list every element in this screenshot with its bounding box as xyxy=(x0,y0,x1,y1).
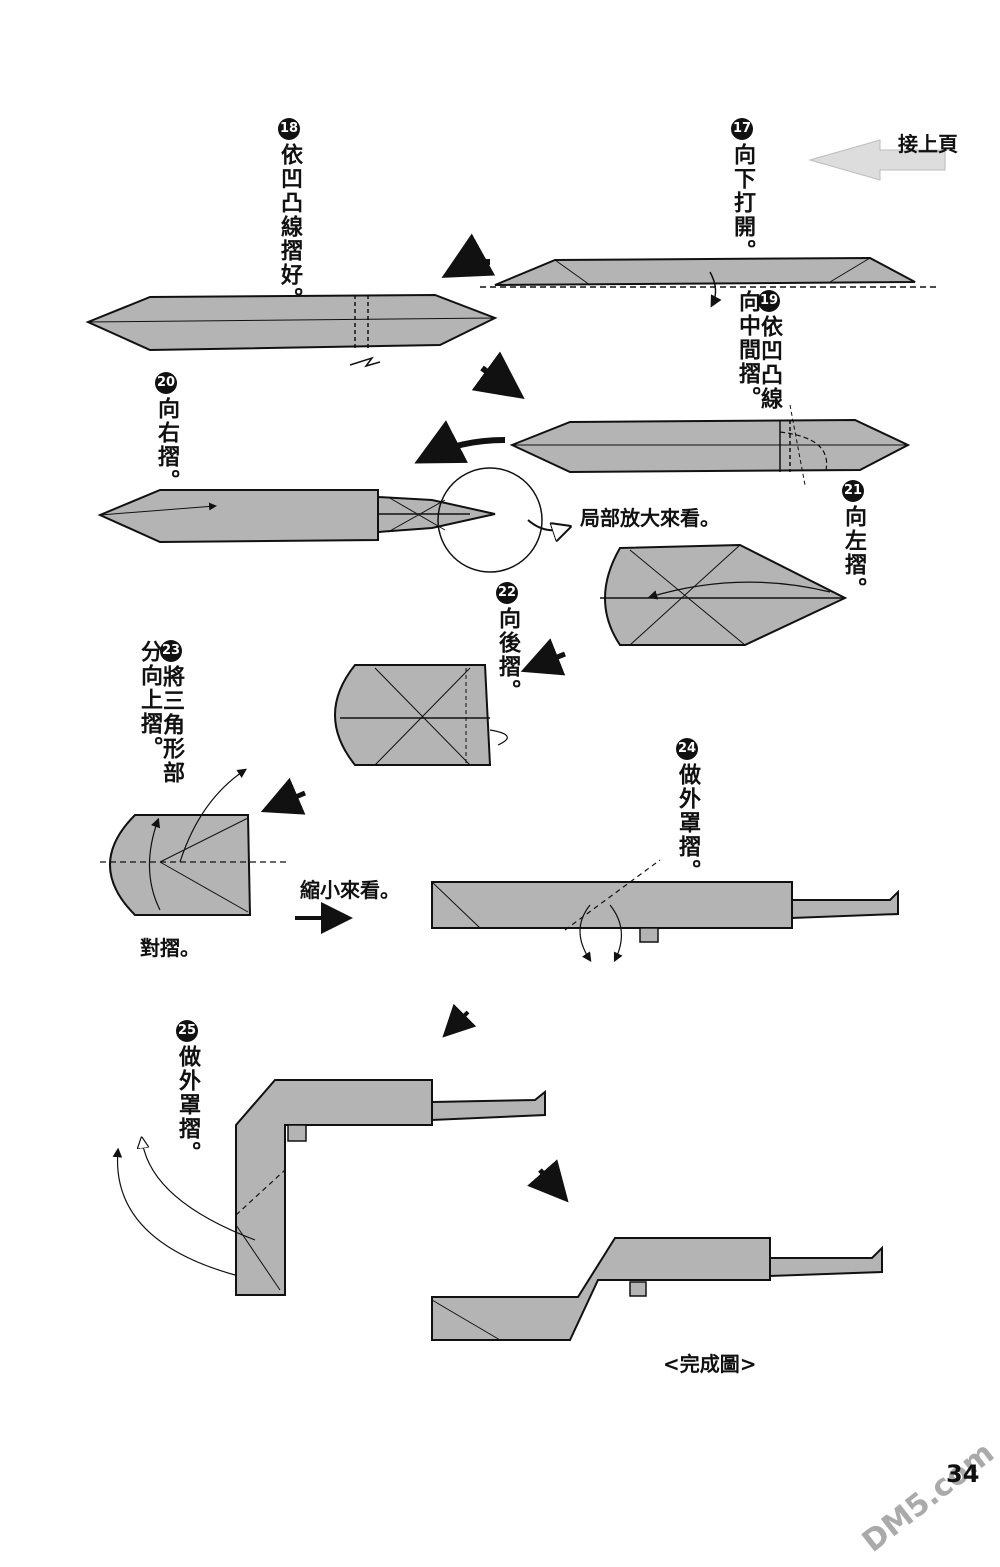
zoom-in-note: 局部放大來看。 xyxy=(580,506,720,530)
step24-label: 24 做外罩摺。 xyxy=(675,738,700,883)
step21-number: 21 xyxy=(842,480,864,502)
step19-figure xyxy=(509,404,911,486)
step17-figure xyxy=(480,256,940,308)
step19-label: 19依凹凸線向中間摺。 xyxy=(735,290,782,430)
flow-arrow-icon xyxy=(441,233,496,278)
step18-label: 18 依凹凸線摺好。 xyxy=(277,118,302,311)
finished-figure xyxy=(431,1237,883,1341)
step22-number: 22 xyxy=(496,582,518,604)
flow-arrow-icon xyxy=(442,1003,477,1038)
flow-arrow-icon xyxy=(520,638,566,676)
step17-number: 17 xyxy=(731,118,753,140)
step24-text: 做外罩摺。 xyxy=(675,763,700,883)
step24-figure xyxy=(431,859,899,963)
step24-number: 24 xyxy=(676,738,698,760)
step22-text: 向後摺。 xyxy=(495,607,520,703)
page-number: 34 xyxy=(946,1460,980,1488)
step23-label: 23將三角形部分向上摺。 xyxy=(137,640,184,790)
step17-text: 向下打開。 xyxy=(730,143,755,263)
step18-number: 18 xyxy=(278,118,300,140)
step23-figure xyxy=(100,768,290,916)
step20-text: 向右摺。 xyxy=(154,397,179,493)
continue-label: 接上頁 xyxy=(898,132,958,156)
step22-figure xyxy=(334,664,508,766)
step20-label: 20 向右摺。 xyxy=(154,372,179,493)
step21-text: 向左摺。 xyxy=(841,505,866,601)
step25-text: 做外罩摺。 xyxy=(175,1045,200,1165)
step21-label: 21 向左摺。 xyxy=(841,480,866,601)
step19-number: 19 xyxy=(758,290,780,312)
finished-caption: <完成圖> xyxy=(663,1352,757,1376)
step22-label: 22 向後摺。 xyxy=(495,582,520,703)
continue-arrow-icon xyxy=(808,139,946,181)
step20-number: 20 xyxy=(155,372,177,394)
step23-text: 將三角形部分向上摺。 xyxy=(137,640,184,785)
step25-figure xyxy=(112,1079,546,1296)
flow-arrow-icon xyxy=(527,1159,569,1203)
step20-figure xyxy=(97,467,566,573)
step17-label: 17 向下打開。 xyxy=(730,118,755,263)
step21-figure xyxy=(600,543,848,646)
step25-label: 25 做外罩摺。 xyxy=(175,1020,200,1165)
step25-number: 25 xyxy=(176,1020,198,1042)
step23-number: 23 xyxy=(160,640,182,662)
flow-arrow-icon xyxy=(260,777,306,815)
zoom-out-note: 縮小來看。 xyxy=(300,878,400,902)
flow-arrow-icon xyxy=(414,420,506,464)
step18-figure xyxy=(85,293,498,368)
step19-text: 依凹凸線向中間摺。 xyxy=(735,290,782,411)
flow-arrow-icon xyxy=(471,351,525,400)
align-fold-note: 對摺。 xyxy=(140,936,200,960)
step18-text: 依凹凸線摺好。 xyxy=(277,143,302,311)
